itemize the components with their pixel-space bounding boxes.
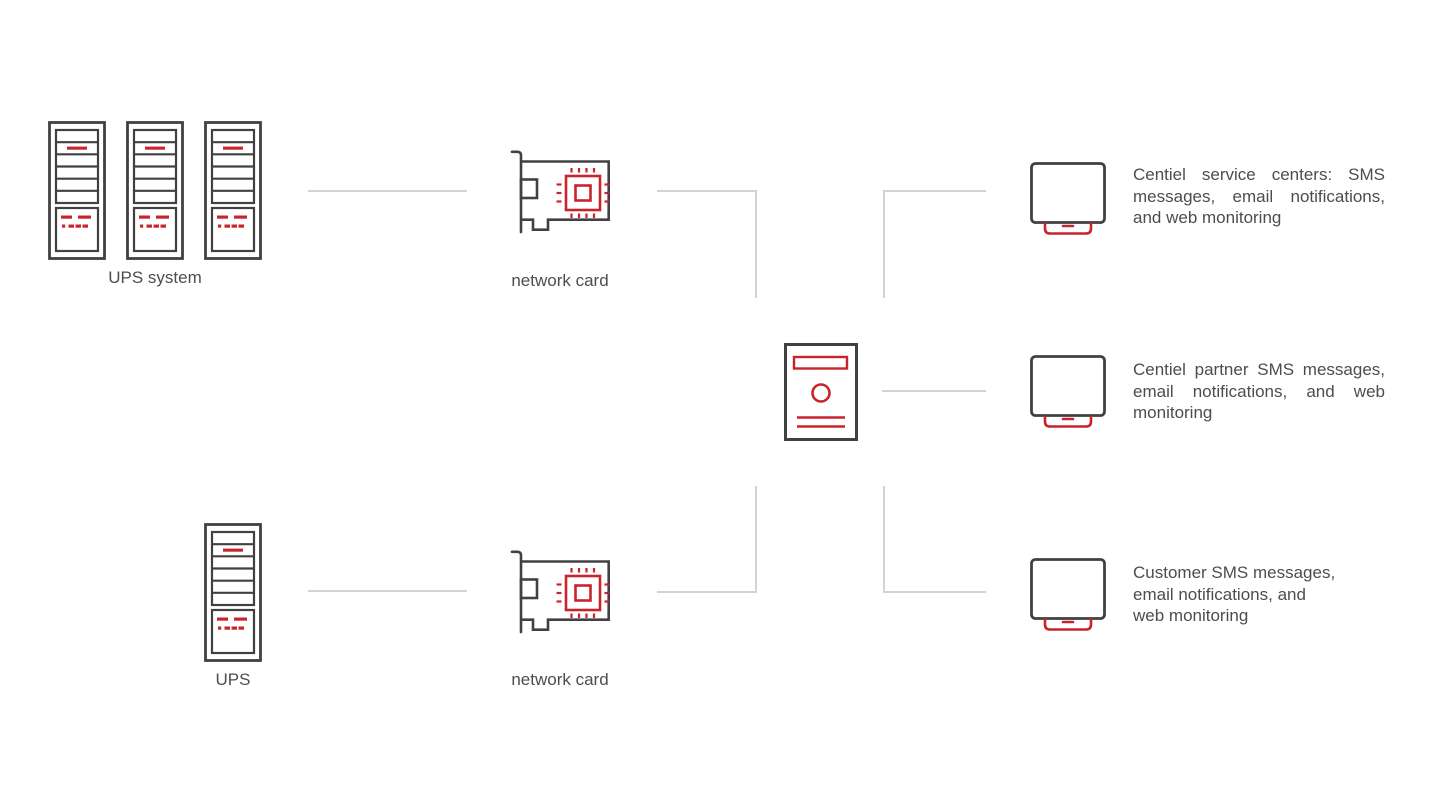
ups-group — [204, 523, 262, 662]
monitor1-text-line: messages, email notifications, — [1133, 186, 1385, 206]
gateway-server-group — [784, 343, 858, 441]
ups-label: UPS — [215, 670, 251, 689]
monitor1-group — [1030, 162, 1108, 236]
connector-server-to-monitor2 — [882, 390, 986, 392]
server-rack-icon — [48, 121, 106, 260]
network-card-bottom-label: network card — [511, 670, 609, 689]
connector-card-bottom-v — [755, 486, 757, 593]
server-rack-icon — [204, 121, 262, 260]
monitor-icon — [1030, 162, 1106, 235]
monitor3-text-line: web monitoring — [1133, 606, 1249, 625]
connector-card-top-h — [657, 190, 757, 192]
monitor2-text-line: email notifications, and web — [1133, 381, 1385, 401]
connector-ups-to-card — [308, 590, 467, 592]
monitor2-text-line: Centiel partner SMS messages, — [1133, 360, 1385, 379]
monitor2-group — [1030, 355, 1108, 429]
ups-system-label: UPS system — [108, 268, 202, 287]
monitor2-text-line: monitoring — [1133, 403, 1213, 422]
server-rack-icon — [204, 523, 262, 662]
monitor-icon — [1030, 558, 1106, 631]
monitor1-text-line: Centiel service centers: SMS — [1133, 165, 1385, 184]
connector-ups-system-to-card — [308, 190, 467, 192]
network-card-icon — [510, 150, 610, 234]
monitor3-text-line: Customer SMS messages, — [1133, 563, 1336, 582]
monitor1-text: Centiel service centers: SMS messages, e… — [1133, 164, 1385, 229]
connector-monitor3-h — [883, 591, 986, 593]
connector-monitor3-v — [883, 486, 885, 593]
monitor1-text-line: and web monitoring — [1133, 208, 1282, 227]
network-card-top-label: network card — [511, 271, 609, 290]
network-card-bottom-group — [508, 548, 612, 634]
monitor3-text: Customer SMS messages, email notificatio… — [1133, 562, 1385, 627]
connector-card-top-v — [755, 190, 757, 298]
monitor3-text-line: email notifications, and — [1133, 584, 1306, 604]
server-rack-icon — [126, 121, 184, 260]
monitor3-group — [1030, 558, 1108, 632]
ups-system-group — [48, 121, 262, 260]
server-tower-icon — [784, 343, 858, 441]
network-card-icon — [510, 550, 610, 634]
monitor-icon — [1030, 355, 1106, 428]
connector-monitor1-v — [883, 190, 885, 298]
monitor2-text: Centiel partner SMS messages, email noti… — [1133, 359, 1385, 424]
connector-card-bottom-h — [657, 591, 757, 593]
connector-monitor1-h — [883, 190, 986, 192]
network-card-top-group — [508, 148, 612, 234]
